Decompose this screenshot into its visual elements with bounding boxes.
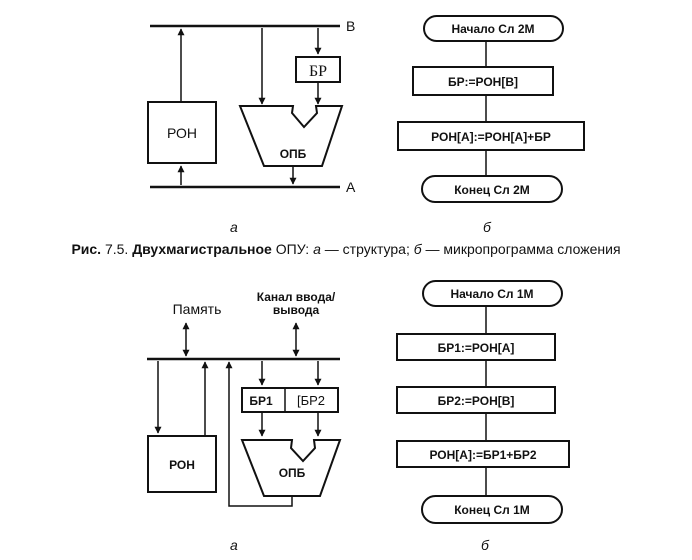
- caption-text-2: — структура;: [324, 241, 410, 257]
- flow-end-label: Конец Сл 2М: [454, 183, 530, 197]
- bus-b-label: В: [346, 18, 355, 34]
- br-label: БР: [309, 63, 327, 80]
- alu-feedback-arrow: [225, 361, 293, 507]
- flow-step-1-label: БР:=РОН[В]: [448, 75, 518, 89]
- fig75-flowchart: Начало Сл 2М БР:=РОН[В] РОН[А]:=РОН[А]+Б…: [397, 15, 585, 203]
- fig75-label-b: б: [483, 219, 492, 235]
- ron-label: РОН: [169, 458, 195, 472]
- flow-step-2-label: БР2:=РОН[В]: [438, 394, 515, 408]
- fig75-label-a: а: [230, 219, 238, 235]
- alu-opb-label: ОПБ: [279, 466, 306, 480]
- flow-start-label: Начало Сл 1М: [450, 287, 533, 301]
- flow-step-1: [396, 333, 556, 361]
- flow-step-3: [396, 440, 570, 468]
- ron-label: РОН: [167, 125, 197, 141]
- fig76-label-a: а: [230, 537, 238, 553]
- caption-prefix: Рис.: [71, 241, 102, 257]
- flow-step-2: [396, 386, 556, 414]
- br2-label: [БР2: [297, 393, 325, 408]
- flow-start-terminal: [423, 15, 564, 42]
- bus-a-label: А: [346, 179, 356, 195]
- caption-title: Двухмагистральное: [132, 241, 272, 257]
- flow-step-1: [412, 66, 554, 96]
- memory-label: Память: [173, 301, 222, 317]
- ron-block: [147, 101, 217, 164]
- figure-caption: Рис. 7.5. Двухмагистральное ОПУ: а — стр…: [0, 241, 692, 257]
- caption-number: 7.5.: [104, 241, 129, 257]
- flow-end-terminal: [421, 495, 563, 524]
- flow-step-2: [397, 121, 585, 151]
- caption-text-1: ОПУ:: [275, 241, 310, 257]
- fig76-flowchart: Начало Сл 1М БР1:=РОН[А] БР2:=РОН[В] РОН…: [396, 280, 570, 524]
- flow-step-2-label: РОН[А]:=РОН[А]+БР: [431, 130, 551, 144]
- flow-start-terminal: [422, 280, 563, 307]
- flow-start-label: Начало Сл 2М: [451, 22, 534, 36]
- fig75-structure: В А РОН БР ОПБ: [147, 18, 356, 195]
- flow-end-terminal: [421, 175, 563, 203]
- ron-block: [147, 435, 217, 493]
- flow-step-1-label: БР1:=РОН[А]: [438, 341, 515, 355]
- io-label-line2: вывода: [273, 303, 320, 317]
- caption-part-b: б: [413, 241, 422, 257]
- buffer-registers-block: [241, 387, 339, 413]
- flow-step-3-label: РОН[А]:=БР1+БР2: [429, 448, 536, 462]
- fig76-structure: Память Канал ввода/ вывода РОН БР1 [БР2 …: [147, 290, 342, 507]
- fig76-label-b: б: [481, 537, 490, 553]
- flow-end-label: Конец Сл 1М: [454, 503, 530, 517]
- br1-label: БР1: [249, 394, 273, 408]
- io-label-line1: Канал ввода/: [257, 290, 336, 304]
- caption-part-a: а: [313, 241, 321, 257]
- alu-opb-label: ОПБ: [280, 147, 307, 161]
- caption-text-3: — микропрограмма сложения: [425, 241, 621, 257]
